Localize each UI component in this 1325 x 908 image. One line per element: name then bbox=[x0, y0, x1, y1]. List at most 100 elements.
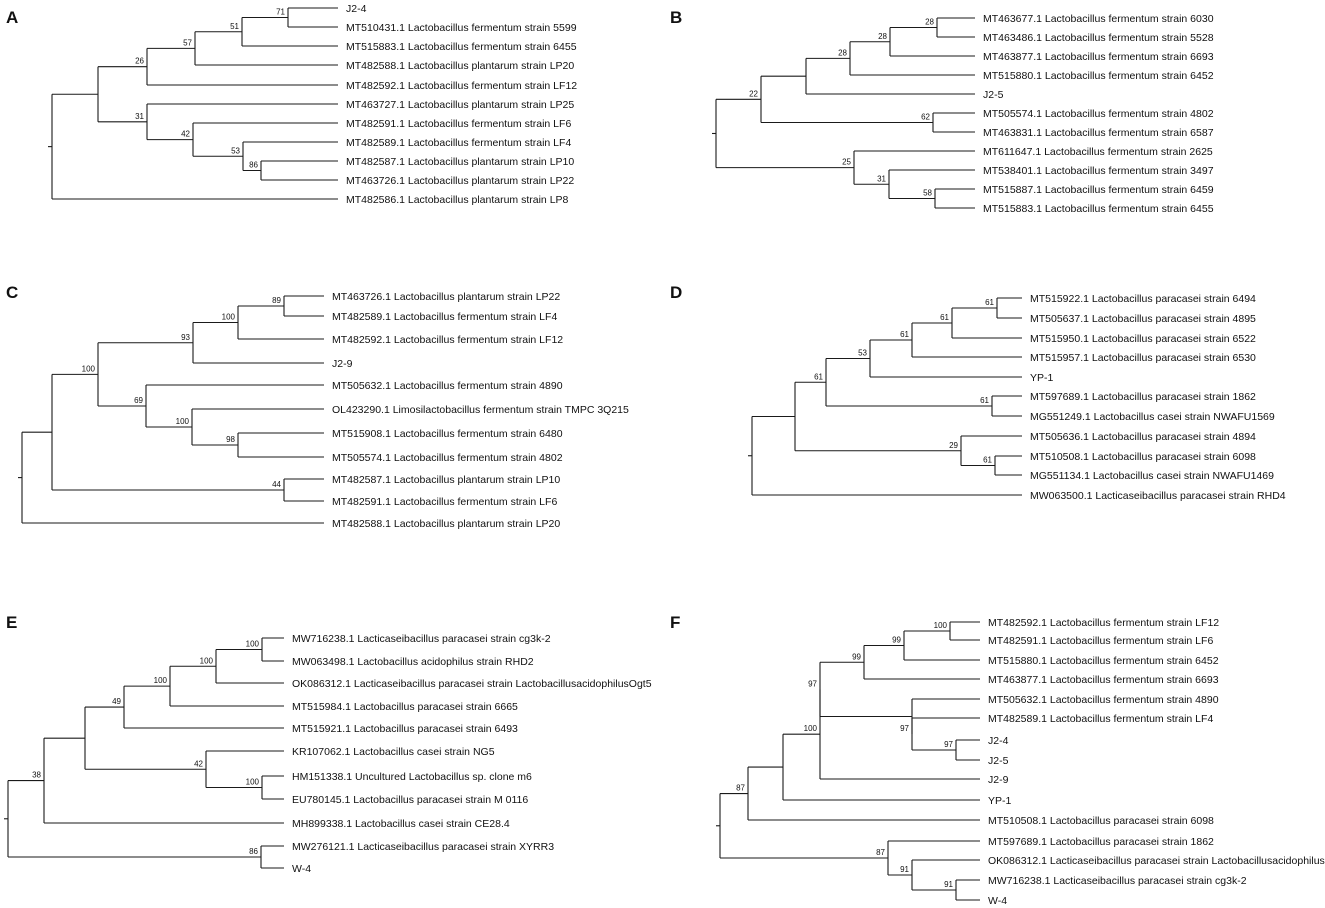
bootstrap-value: 57 bbox=[183, 38, 192, 47]
bootstrap-value: 51 bbox=[230, 22, 239, 31]
leaf-label: MT463677.1 Lactobacillus fermentum strai… bbox=[983, 13, 1214, 25]
leaf-label: J2-5 bbox=[983, 89, 1004, 101]
bootstrap-value: 69 bbox=[134, 396, 143, 405]
bootstrap-value: 87 bbox=[736, 784, 745, 793]
leaf-label: MW716238.1 Lacticaseibacillus paracasei … bbox=[988, 875, 1247, 887]
leaf-label: MT515950.1 Lactobacillus paracasei strai… bbox=[1030, 333, 1256, 345]
bootstrap-value: 26 bbox=[135, 57, 144, 66]
panel-letter-a: A bbox=[6, 8, 18, 27]
leaf-label: MT515921.1 Lactobacillus paracasei strai… bbox=[292, 723, 518, 735]
leaf-label: MT482591.1 Lactobacillus fermentum strai… bbox=[988, 635, 1213, 647]
bootstrap-value: 71 bbox=[276, 8, 285, 17]
bootstrap-value: 61 bbox=[900, 330, 909, 339]
bootstrap-value: 53 bbox=[231, 146, 240, 155]
bootstrap-value: 100 bbox=[200, 656, 214, 665]
bootstrap-value: 100 bbox=[176, 417, 190, 426]
leaf-label: MW276121.1 Lacticaseibacillus paracasei … bbox=[292, 841, 554, 853]
bootstrap-value: 22 bbox=[749, 89, 758, 98]
leaf-label: MT515880.1 Lactobacillus fermentum strai… bbox=[988, 655, 1219, 667]
panel-letter-e: E bbox=[6, 613, 17, 632]
leaf-label: MT463877.1 Lactobacillus fermentum strai… bbox=[983, 51, 1214, 63]
leaf-label: MT505632.1 Lactobacillus fermentum strai… bbox=[332, 380, 563, 392]
leaf-label: MT515922.1 Lactobacillus paracasei strai… bbox=[1030, 293, 1256, 305]
leaf-label: MT482589.1 Lactobacillus fermentum strai… bbox=[988, 713, 1213, 725]
leaf-label: MT505574.1 Lactobacillus fermentum strai… bbox=[983, 108, 1214, 120]
leaf-label: MT538401.1 Lactobacillus fermentum strai… bbox=[983, 165, 1214, 177]
leaf-label: MT463877.1 Lactobacillus fermentum strai… bbox=[988, 674, 1219, 686]
leaf-label: MT482592.1 Lactobacillus fermentum strai… bbox=[988, 617, 1219, 629]
bootstrap-value: 58 bbox=[923, 189, 932, 198]
bootstrap-value: 93 bbox=[181, 333, 190, 342]
bootstrap-value: 38 bbox=[32, 771, 41, 780]
panel-letter-f: F bbox=[670, 613, 680, 632]
leaf-label: MT505637.1 Lactobacillus paracasei strai… bbox=[1030, 313, 1256, 325]
bootstrap-value: 61 bbox=[983, 456, 992, 465]
leaf-label: MT463831.1 Lactobacillus fermentum strai… bbox=[983, 127, 1214, 139]
bootstrap-value: 49 bbox=[112, 697, 121, 706]
bootstrap-value: 28 bbox=[925, 18, 934, 27]
panel-letter-d: D bbox=[670, 283, 682, 302]
bootstrap-value: 100 bbox=[246, 640, 260, 649]
leaf-label: MW716238.1 Lacticaseibacillus paracasei … bbox=[292, 633, 551, 645]
leaf-label: MT482588.1 Lactobacillus plantarum strai… bbox=[346, 60, 574, 72]
leaf-label: MT463727.1 Lactobacillus plantarum strai… bbox=[346, 99, 574, 111]
leaf-label: MW063498.1 Lactobacillus acidophilus str… bbox=[292, 656, 534, 668]
leaf-label: YP-1 bbox=[1030, 372, 1054, 384]
leaf-label: OK086312.1 Lacticaseibacillus paracasei … bbox=[292, 678, 652, 690]
leaf-label: MT482586.1 Lactobacillus plantarum strai… bbox=[346, 194, 569, 206]
leaf-label: MT482587.1 Lactobacillus plantarum strai… bbox=[346, 156, 574, 168]
bootstrap-value: 31 bbox=[877, 174, 886, 183]
bootstrap-value: 53 bbox=[858, 349, 867, 358]
leaf-label: MT505632.1 Lactobacillus fermentum strai… bbox=[988, 694, 1219, 706]
bootstrap-value: 91 bbox=[900, 865, 909, 874]
leaf-label: MT515883.1 Lactobacillus fermentum strai… bbox=[346, 41, 577, 53]
leaf-label: MT505574.1 Lactobacillus fermentum strai… bbox=[332, 452, 563, 464]
bootstrap-value: 89 bbox=[272, 296, 281, 305]
leaf-label: OL423290.1 Limosilactobacillus fermentum… bbox=[332, 404, 629, 416]
leaf-label: J2-9 bbox=[988, 774, 1009, 786]
bootstrap-value: 42 bbox=[194, 759, 203, 768]
leaf-label: MG551134.1 Lactobacillus casei strain NW… bbox=[1030, 470, 1274, 482]
leaf-label: MT482589.1 Lactobacillus fermentum strai… bbox=[332, 311, 557, 323]
leaf-label: MT515908.1 Lactobacillus fermentum strai… bbox=[332, 428, 563, 440]
panel-letter-b: B bbox=[670, 8, 682, 27]
leaf-label: MT510508.1 Lactobacillus paracasei strai… bbox=[1030, 451, 1256, 463]
leaf-label: MT482587.1 Lactobacillus plantarum strai… bbox=[332, 474, 560, 486]
leaf-label: MT463486.1 Lactobacillus fermentum strai… bbox=[983, 32, 1214, 44]
bootstrap-value: 61 bbox=[980, 396, 989, 405]
leaf-label: MW063500.1 Lacticaseibacillus paracasei … bbox=[1030, 490, 1286, 502]
bootstrap-value: 98 bbox=[226, 435, 235, 444]
leaf-label: MT515957.1 Lactobacillus paracasei strai… bbox=[1030, 352, 1256, 364]
leaf-label: MT482592.1 Lactobacillus fermentum strai… bbox=[346, 80, 577, 92]
bootstrap-value: 61 bbox=[814, 372, 823, 381]
bootstrap-value: 100 bbox=[154, 676, 168, 685]
bootstrap-value: 99 bbox=[852, 652, 861, 661]
bootstrap-value: 62 bbox=[921, 113, 930, 122]
leaf-label: MT463726.1 Lactobacillus plantarum strai… bbox=[332, 291, 560, 303]
leaf-label: W-4 bbox=[988, 895, 1007, 907]
leaf-label: MT510508.1 Lactobacillus paracasei strai… bbox=[988, 815, 1214, 827]
leaf-label: MH899338.1 Lactobacillus casei strain CE… bbox=[292, 818, 510, 830]
leaf-label: MT510431.1 Lactobacillus fermentum strai… bbox=[346, 22, 577, 34]
leaf-label: MT611647.1 Lactobacillus fermentum strai… bbox=[983, 146, 1213, 158]
leaf-label: MT597689.1 Lactobacillus paracasei strai… bbox=[1030, 391, 1256, 403]
leaf-label: MT482592.1 Lactobacillus fermentum strai… bbox=[332, 334, 563, 346]
leaf-label: HM151338.1 Uncultured Lactobacillus sp. … bbox=[292, 771, 532, 783]
leaf-label: MT515984.1 Lactobacillus paracasei strai… bbox=[292, 701, 518, 713]
leaf-label: MT505636.1 Lactobacillus paracasei strai… bbox=[1030, 431, 1256, 443]
bootstrap-value: 97 bbox=[808, 679, 817, 688]
bootstrap-value: 86 bbox=[249, 847, 258, 856]
leaf-label: YP-1 bbox=[988, 795, 1012, 807]
bootstrap-value: 100 bbox=[222, 313, 236, 322]
leaf-label: MT482591.1 Lactobacillus fermentum strai… bbox=[332, 496, 557, 508]
bootstrap-value: 86 bbox=[249, 161, 258, 170]
bootstrap-value: 100 bbox=[82, 364, 96, 373]
leaf-label: J2-9 bbox=[332, 358, 353, 370]
bootstrap-value: 97 bbox=[900, 724, 909, 733]
leaf-label: MT482591.1 Lactobacillus fermentum strai… bbox=[346, 118, 571, 130]
bootstrap-value: 25 bbox=[842, 158, 851, 167]
bootstrap-value: 29 bbox=[949, 441, 958, 450]
bootstrap-value: 44 bbox=[272, 480, 281, 489]
leaf-label: MT597689.1 Lactobacillus paracasei strai… bbox=[988, 836, 1214, 848]
bootstrap-value: 91 bbox=[944, 880, 953, 889]
